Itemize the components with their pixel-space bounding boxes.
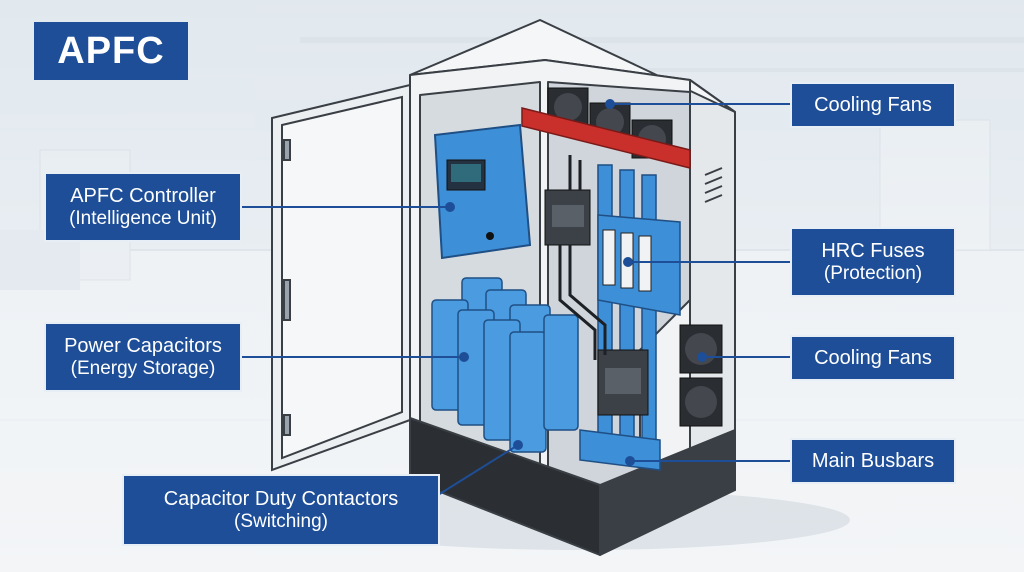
label-text: Capacitor Duty Contactors (163, 487, 399, 510)
label-text: Cooling Fans (814, 347, 932, 369)
cabinet-door (271, 83, 411, 472)
contactor-units (544, 189, 649, 416)
hrc-fuse-block (597, 214, 681, 316)
label-apfc-controller: APFC Controller (Intelligence Unit) (44, 172, 242, 242)
label-subtext: (Protection) (823, 262, 923, 284)
label-text: Cooling Fans (814, 94, 932, 116)
side-cooling-fans (679, 324, 723, 427)
apfc-controller-unit (433, 123, 532, 260)
red-busbar (521, 107, 691, 169)
label-cooling-fans-top: Cooling Fans (790, 82, 956, 128)
label-cooling-fans-side: Cooling Fans (790, 335, 956, 381)
power-capacitor-bank (431, 277, 579, 453)
label-subtext: (Energy Storage) (70, 357, 216, 379)
label-capacitor-contactors: Capacitor Duty Contactors (Switching) (122, 474, 440, 546)
label-main-busbars: Main Busbars (790, 438, 956, 484)
label-subtext: (Switching) (234, 510, 328, 532)
label-text: Main Busbars (811, 450, 935, 472)
page-title: APFC (34, 22, 188, 80)
label-hrc-fuses: HRC Fuses (Protection) (790, 227, 956, 297)
label-text: HRC Fuses (821, 239, 925, 262)
label-text: APFC Controller (70, 184, 216, 207)
wiring-cables (558, 155, 607, 360)
leader-lines (242, 99, 790, 496)
label-text: Power Capacitors (64, 334, 222, 357)
label-subtext: (Intelligence Unit) (69, 207, 217, 229)
label-power-capacitors: Power Capacitors (Energy Storage) (44, 322, 242, 392)
